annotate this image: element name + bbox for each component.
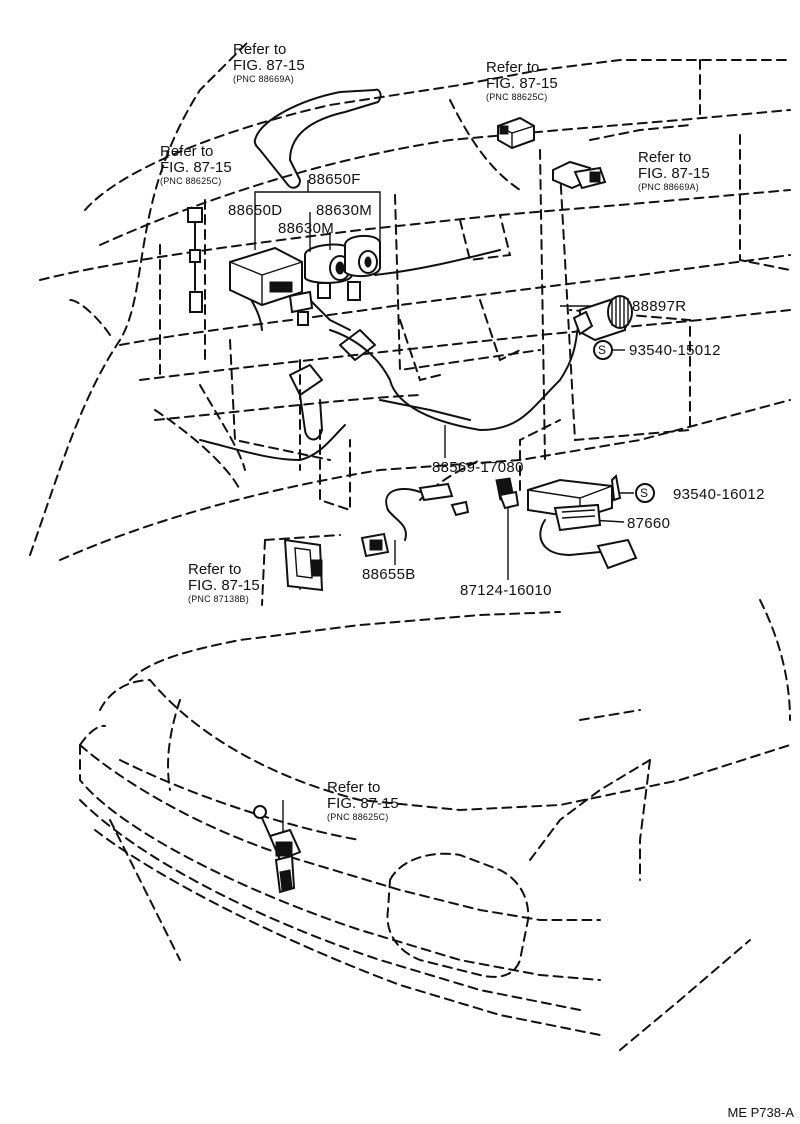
- part-label-87660: 87660: [627, 515, 671, 532]
- ref-callout-88625c-left: Refer to FIG. 87-15 (PNC 88625C): [160, 143, 232, 187]
- sensor-88655b: [360, 482, 470, 558]
- dashboard-outline: [29, 39, 791, 561]
- ref-line-2: FIG. 87-15: [188, 577, 260, 594]
- part-label-87124-16010: 87124-16010: [460, 582, 552, 599]
- ref-line-2: FIG. 87-15: [233, 57, 305, 74]
- front-bumper-outline: [79, 599, 791, 1051]
- ref-callout-87138b: Refer to FIG. 87-15 (PNC 87138B): [188, 561, 260, 605]
- clip-87124-16010: [495, 477, 520, 510]
- relay-88630m: [304, 234, 381, 301]
- ref-line-3: (PNC 88625C): [327, 812, 389, 822]
- right-connector-88669a: [552, 160, 607, 190]
- ref-line-1: Refer to: [638, 149, 692, 166]
- left-sensor-connector: [187, 207, 203, 313]
- sensor-88897r: [572, 295, 633, 342]
- part-label-88630m-upper: 88630M: [316, 202, 373, 219]
- actuator-87660: [527, 473, 638, 570]
- ref-line-2: FIG. 87-15: [327, 795, 399, 812]
- part-label-93540-16012: 93540-16012: [673, 486, 765, 503]
- part-label-88630m-lower: 88630M: [278, 220, 335, 237]
- ref-line-1: Refer to: [160, 143, 214, 160]
- ref-line-1: Refer to: [233, 41, 287, 58]
- drawing-code: ME P738-A: [727, 1105, 794, 1120]
- bottom-sensor-88625c: [253, 805, 302, 894]
- ref-line-3: (PNC 88669A): [233, 74, 294, 84]
- part-label-88897r: 88897R: [632, 298, 687, 315]
- screw-symbol-16012: S: [640, 486, 649, 500]
- ref-line-3: (PNC 88625C): [160, 176, 222, 186]
- ref-callout-88669a-right: Refer to FIG. 87-15 (PNC 88669A): [638, 149, 710, 193]
- ref-line-1: Refer to: [486, 59, 540, 76]
- screw-symbol-15012: S: [598, 343, 607, 357]
- part-label-93540-15012: 93540-15012: [629, 342, 721, 359]
- ref-line-3: (PNC 88625C): [486, 92, 548, 102]
- ref-line-2: FIG. 87-15: [486, 75, 558, 92]
- ref-line-1: Refer to: [327, 779, 381, 796]
- part-label-88655b: 88655B: [362, 566, 416, 583]
- ref-callout-88669a-top: Refer to FIG. 87-15 (PNC 88669A): [233, 41, 305, 85]
- part-label-88650d: 88650D: [228, 202, 283, 219]
- ref-callout-88625c-top: Refer to FIG. 87-15 (PNC 88625C): [486, 59, 558, 103]
- ref-line-2: FIG. 87-15: [638, 165, 710, 182]
- part-label-88650f: 88650F: [308, 171, 361, 188]
- part-label-88569-17080: 88569-17080: [432, 459, 524, 476]
- ref-line-3: (PNC 88669A): [638, 182, 699, 192]
- ref-callout-88625c-bottom: Refer to FIG. 87-15 (PNC 88625C): [327, 779, 399, 823]
- ref-line-1: Refer to: [188, 561, 242, 578]
- ecu-module-88650d: [229, 246, 314, 326]
- screw-symbols: [593, 340, 655, 503]
- top-center-connector: [497, 116, 535, 150]
- ref-line-3: (PNC 87138B): [188, 594, 249, 604]
- ref-line-2: FIG. 87-15: [160, 159, 232, 176]
- sensor-87138b: [261, 538, 324, 606]
